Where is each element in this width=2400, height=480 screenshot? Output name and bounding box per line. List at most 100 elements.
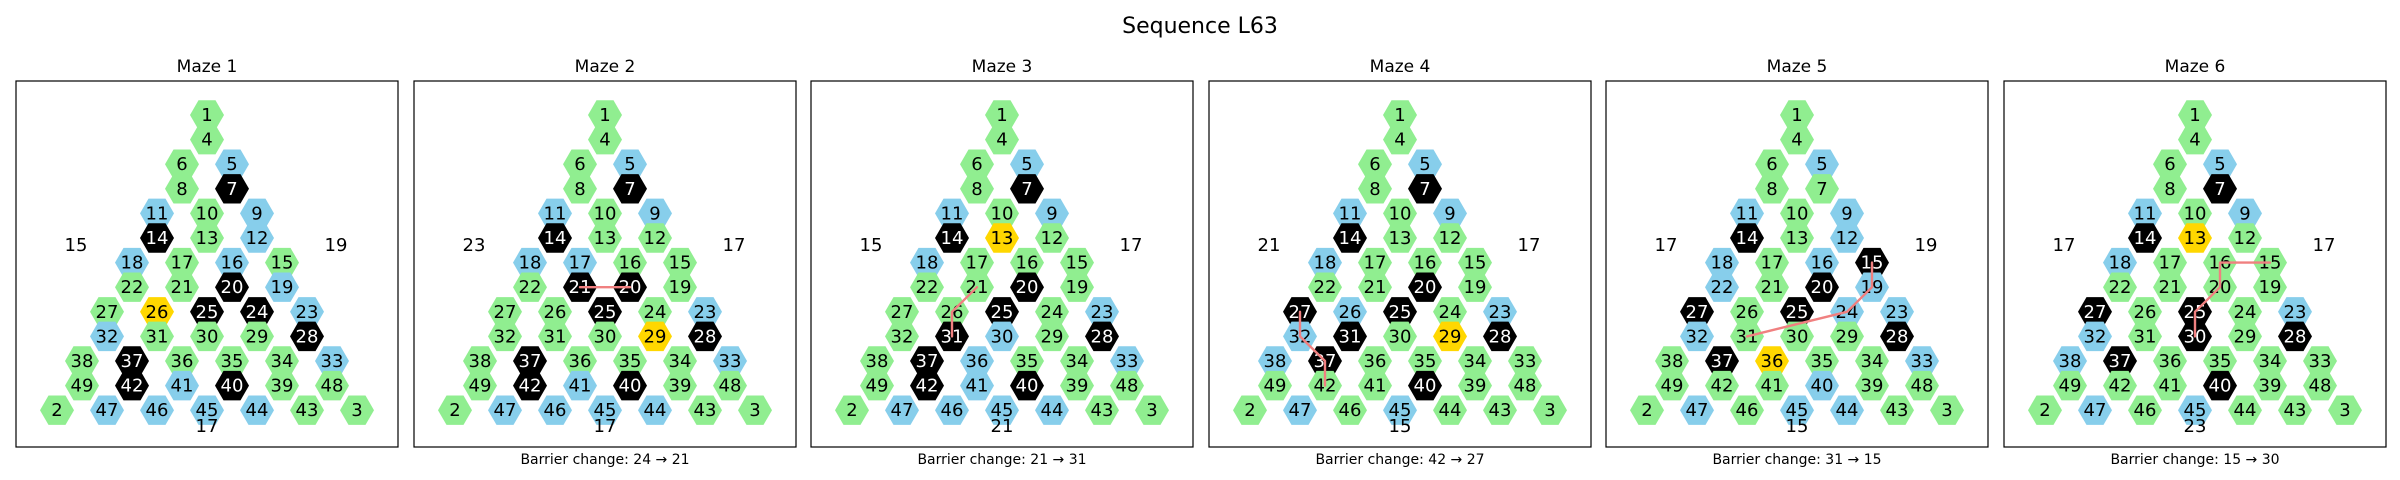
hex-label: 48 bbox=[1911, 376, 1934, 397]
hex-label: 40 bbox=[221, 376, 244, 397]
hex-cell: 38 bbox=[2053, 346, 2087, 376]
hex-label: 37 bbox=[1711, 351, 1734, 372]
hex-shape bbox=[240, 297, 274, 327]
hex-cell: 29 bbox=[240, 321, 274, 352]
hex-label: 1 bbox=[1394, 105, 1405, 126]
hex-shape bbox=[2128, 321, 2162, 352]
hex-cell: 12 bbox=[638, 223, 672, 253]
hex-cell: 41 bbox=[1358, 370, 1392, 401]
hex-cell: 42 bbox=[1705, 370, 1739, 401]
hex-label: 43 bbox=[1886, 400, 1909, 421]
hex-shape bbox=[1780, 223, 1814, 253]
hex-shape bbox=[1383, 100, 1417, 130]
hex-shape bbox=[2203, 174, 2237, 204]
hex-cell: 29 bbox=[638, 321, 672, 352]
path-line bbox=[1298, 310, 1327, 387]
hex-cell: 44 bbox=[2228, 395, 2262, 425]
hex-shape bbox=[1830, 223, 1864, 253]
hex-shape bbox=[1408, 346, 1442, 376]
hex-label: 1 bbox=[2189, 105, 2200, 126]
hex-cell: 36 bbox=[563, 346, 597, 376]
hex-shape bbox=[140, 198, 174, 229]
hex-shape bbox=[1755, 247, 1789, 278]
hex-cell: 47 bbox=[1283, 395, 1317, 425]
hex-shape bbox=[1433, 321, 1467, 352]
hex-label: 7 bbox=[226, 179, 237, 200]
hex-label: 24 bbox=[1041, 302, 1064, 323]
hex-shape bbox=[190, 100, 224, 130]
hex-shape bbox=[1805, 272, 1839, 302]
hex-shape bbox=[513, 370, 547, 401]
hex-cell: 47 bbox=[1680, 395, 1714, 425]
hex-label: 5 bbox=[624, 154, 635, 175]
hex-label: 22 bbox=[1711, 277, 1734, 298]
hex-cell: 48 bbox=[1905, 370, 1939, 401]
hex-shape bbox=[935, 395, 969, 425]
hex-shape bbox=[1805, 149, 1839, 179]
hex-cell: 36 bbox=[1358, 346, 1392, 376]
hex-shape bbox=[1035, 198, 1069, 229]
hex-shape bbox=[1830, 395, 1864, 425]
hex-label: 9 bbox=[649, 203, 660, 224]
hex-label: 43 bbox=[1091, 400, 1114, 421]
hex-label: 19 bbox=[271, 277, 294, 298]
hex-label: 20 bbox=[221, 277, 244, 298]
hex-cell: 20 bbox=[1010, 272, 1044, 302]
hex-cell: 13 bbox=[985, 223, 1019, 253]
barrier-change-caption: Barrier change: 24 → 21 bbox=[520, 452, 689, 468]
hex-cell: 38 bbox=[1655, 346, 1689, 376]
hex-cell: 7 bbox=[1408, 174, 1442, 204]
hex-cell: 43 bbox=[688, 395, 722, 425]
hex-shape bbox=[1085, 321, 1119, 352]
hex-cell: 10 bbox=[2178, 198, 2212, 229]
hex-shape bbox=[1333, 297, 1367, 327]
hex-label: 16 bbox=[221, 253, 244, 274]
hex-shape bbox=[1283, 395, 1317, 425]
left-label: 15 bbox=[860, 235, 883, 256]
hex-cell: 23 bbox=[1483, 297, 1517, 327]
hex-label: 10 bbox=[1389, 203, 1412, 224]
hex-shape bbox=[960, 149, 994, 179]
hex-shape bbox=[1358, 346, 1392, 376]
hex-cell: 9 bbox=[1830, 198, 1864, 229]
maze-frame bbox=[2003, 80, 2387, 448]
hex-cell: 38 bbox=[463, 346, 497, 376]
hex-shape bbox=[1010, 272, 1044, 302]
hex-cell: 49 bbox=[860, 370, 894, 401]
hex-cell: 8 bbox=[1358, 174, 1392, 204]
hex-label: 4 bbox=[1394, 130, 1405, 151]
hex-cell: 30 bbox=[588, 321, 622, 352]
hex-label: 13 bbox=[196, 228, 219, 249]
hex-shape bbox=[985, 297, 1019, 327]
hex-shape bbox=[1358, 174, 1392, 204]
hex-shape bbox=[1905, 346, 1939, 376]
hex-cell: 13 bbox=[1780, 223, 1814, 253]
hex-shape bbox=[240, 395, 274, 425]
hex-shape bbox=[290, 297, 324, 327]
hex-cell: 45 bbox=[190, 395, 224, 425]
hex-cell: 9 bbox=[2228, 198, 2262, 229]
hex-label: 6 bbox=[1369, 154, 1380, 175]
hex-label: 8 bbox=[2164, 179, 2175, 200]
hex-cell: 45 bbox=[588, 395, 622, 425]
hex-shape bbox=[860, 346, 894, 376]
hex-label: 1 bbox=[599, 105, 610, 126]
hex-label: 35 bbox=[619, 351, 642, 372]
hex-shape bbox=[265, 272, 299, 302]
hex-cell: 16 bbox=[1010, 247, 1044, 278]
hex-label: 44 bbox=[1439, 400, 1462, 421]
hex-shape bbox=[513, 346, 547, 376]
hex-label: 33 bbox=[2309, 351, 2332, 372]
hex-label: 7 bbox=[624, 179, 635, 200]
hex-shape bbox=[1755, 149, 1789, 179]
hex-cell: 32 bbox=[2078, 321, 2112, 352]
right-label: 19 bbox=[325, 235, 348, 256]
hex-cell: 21 bbox=[165, 272, 199, 302]
hex-shape bbox=[638, 297, 672, 327]
hex-shape bbox=[190, 198, 224, 229]
hex-shape bbox=[1855, 346, 1889, 376]
hex-shape bbox=[1780, 198, 1814, 229]
hex-cell: 29 bbox=[1433, 321, 1467, 352]
hex-label: 44 bbox=[1041, 400, 1064, 421]
